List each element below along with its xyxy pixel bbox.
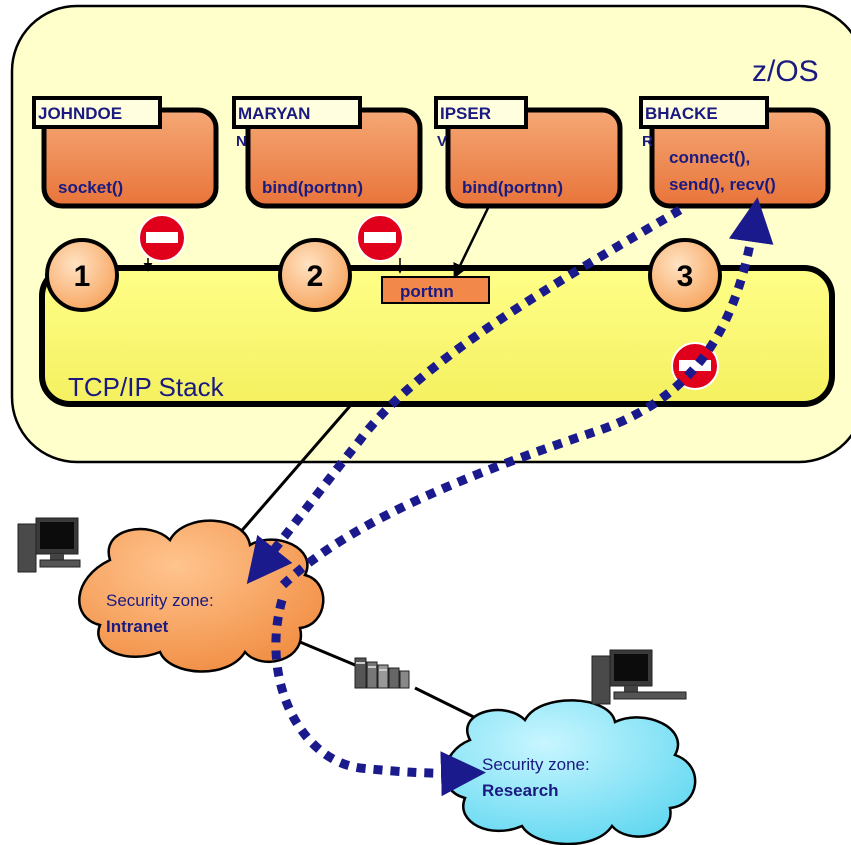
svg-text:JOHNDOE: JOHNDOE	[38, 104, 122, 123]
call-text: bind(portnn)	[462, 178, 563, 197]
user-box-bhacker: connect(), send(), recv()	[649, 107, 831, 209]
flow-bhacker-to-intranet	[246, 206, 683, 585]
username-label-ipserv: IPSER	[434, 96, 528, 129]
flow-intranet-to-research	[271, 598, 486, 797]
username-overflow: N	[236, 133, 247, 150]
svg-text:2: 2	[307, 260, 324, 293]
svg-text:IPSER: IPSER	[440, 104, 491, 123]
router-icon	[354, 657, 410, 689]
workstation-icon	[17, 517, 81, 573]
checkpoint-1: 1	[45, 238, 119, 312]
arrow-ipserv-to-port	[453, 207, 490, 279]
network-link-stack-to-intranet	[223, 405, 352, 551]
no-entry-icon	[671, 342, 719, 390]
stack-label: TCP/IP Stack	[68, 372, 225, 402]
username-overflow: V	[437, 133, 447, 150]
call-text: bind(portnn)	[262, 178, 363, 197]
checkpoint-2: 2	[278, 238, 352, 312]
username-label-bhacker: BHACKE	[639, 96, 769, 129]
username-overflow: R	[642, 133, 653, 150]
svg-text:3: 3	[677, 260, 694, 293]
user-box-johndoe: socket()	[41, 107, 219, 209]
zos-label: z/OS	[752, 55, 819, 88]
tcpip-stack	[39, 265, 835, 407]
network-link-intranet-to-router	[299, 640, 356, 667]
svg-text:BHACKE: BHACKE	[645, 104, 718, 123]
cloud-research: Security zone: Research	[443, 699, 697, 845]
workstation-icon	[591, 649, 687, 705]
checkpoint-3: 3	[648, 238, 722, 312]
username-label-johndoe: JOHNDOE	[32, 96, 162, 129]
svg-text:MARYAN: MARYAN	[238, 104, 310, 123]
zone-label-line-2: Research	[482, 781, 559, 800]
svg-text:1: 1	[74, 260, 91, 293]
zone-label-line-1: Security zone:	[482, 755, 590, 774]
port-box: portnn	[381, 276, 490, 304]
svg-text:portnn: portnn	[400, 282, 454, 301]
username-label-maryann: MARYAN	[232, 96, 362, 129]
call-text-line-1: connect(),	[669, 148, 750, 167]
no-entry-icon	[138, 214, 186, 262]
zone-label-line-1: Security zone:	[106, 591, 214, 610]
user-box-ipserv: bind(portnn)	[445, 107, 623, 209]
cloud-intranet: Security zone: Intranet	[78, 519, 325, 673]
zone-label-line-2: Intranet	[106, 617, 169, 636]
call-text: socket()	[58, 178, 123, 197]
no-entry-icon	[356, 214, 404, 262]
call-text-line-2: send(), recv()	[669, 175, 776, 194]
